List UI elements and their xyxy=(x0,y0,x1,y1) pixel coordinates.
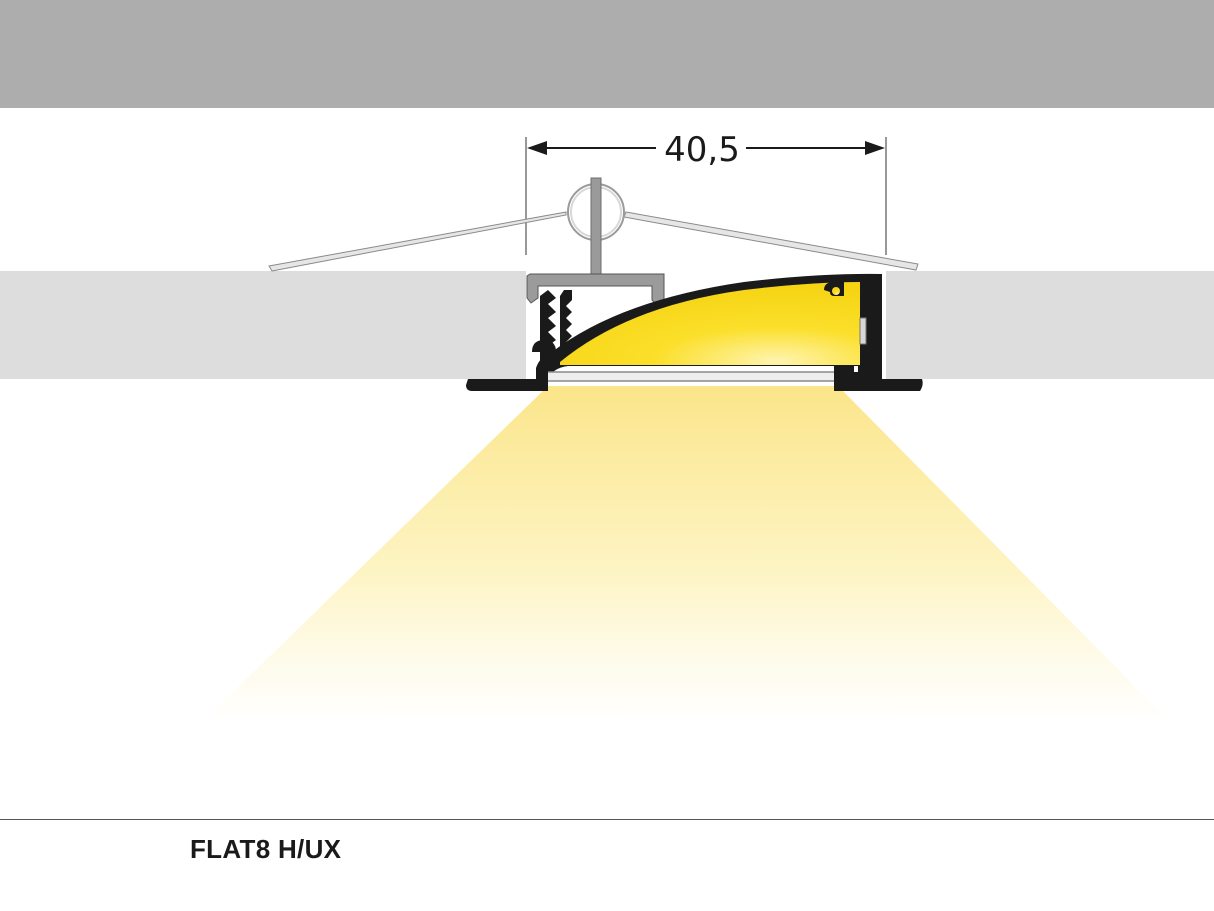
drywall-board-right xyxy=(886,271,1214,379)
profile-right-ribs xyxy=(824,282,878,366)
ceiling-slab xyxy=(0,0,1214,108)
product-name: FLAT8 H/UX xyxy=(190,834,342,864)
light-beam xyxy=(202,386,1170,722)
width-dimension: 40,5 xyxy=(525,130,887,255)
light-chamber xyxy=(560,282,860,365)
mounting-bracket xyxy=(526,273,665,307)
spring-clip-icon xyxy=(268,177,919,281)
diffuser xyxy=(539,371,845,382)
drywall-board-left xyxy=(0,271,526,379)
dimension-label: 40,5 xyxy=(664,130,740,170)
footer-divider xyxy=(0,819,1214,820)
